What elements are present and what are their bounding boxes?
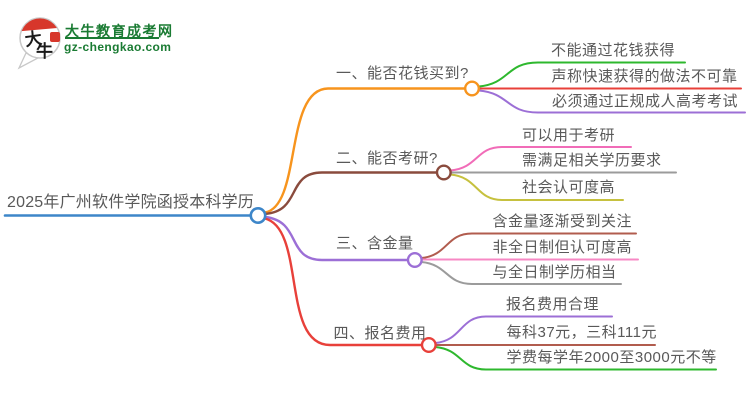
leaf-2-1-underline	[449, 146, 632, 172]
leaf-3-1-underline	[420, 232, 637, 259]
branch-3-connector	[263, 215, 410, 262]
branch-2-toggle[interactable]	[435, 164, 452, 181]
root-node-toggle[interactable]	[249, 207, 267, 225]
leaf-3-3-underline	[420, 261, 622, 285]
leaf-node-4-3[interactable]: 学费每学年2000至3000元不等	[506, 349, 717, 366]
leaf-node-4-1[interactable]: 报名费用合理	[506, 296, 600, 313]
leaf-node-1-2[interactable]: 声称快速获得的做法不可靠	[551, 68, 738, 85]
branch-node-2[interactable]: 二、能否考研?	[336, 150, 438, 167]
leaf-node-2-1[interactable]: 可以用于考研	[522, 126, 616, 144]
branch-node-4[interactable]: 四、报名费用	[333, 324, 427, 342]
branch-1-connector	[263, 87, 467, 214]
logo-seal	[50, 32, 60, 42]
leaf-node-1-1[interactable]: 不能通过花钱获得	[551, 42, 676, 59]
leaf-1-1-underline	[478, 61, 686, 88]
logo-red-cap	[20, 18, 60, 32]
branch-4-connector	[263, 217, 424, 347]
site-logo[interactable]: 大 牛 大牛教育成考网 gz-chengkao.com	[0, 0, 172, 70]
leaf-node-2-2[interactable]: 需满足相关学历要求	[522, 152, 662, 169]
leaf-node-2-3[interactable]: 社会认可度高	[522, 179, 616, 196]
branch-node-1[interactable]: 一、能否花钱买到?	[336, 64, 469, 82]
leaf-node-3-1[interactable]: 含金量逐渐受到关注	[492, 213, 633, 230]
logo-site-url: gz-chengkao.com	[64, 40, 172, 54]
leaf-4-1-underline	[434, 315, 613, 344]
leaf-4-3-underline	[434, 346, 717, 371]
branch-node-3[interactable]: 三、含金量	[336, 234, 414, 252]
logo-bubble-graphic: 大 牛	[17, 17, 61, 70]
branch-3-toggle[interactable]	[406, 251, 423, 268]
branch-1-toggle[interactable]	[464, 80, 481, 97]
leaf-2-3-underline	[449, 173, 624, 201]
logo-divider	[65, 37, 159, 39]
root-node[interactable]: 2025年广州软件学院函授本科学历	[7, 194, 254, 211]
leaf-node-4-2[interactable]: 每科37元，三科111元	[506, 324, 657, 341]
logo-char-bottom: 牛	[36, 41, 53, 61]
branch-4-toggle[interactable]	[420, 337, 437, 354]
leaf-node-3-3[interactable]: 与全日制学历相当	[492, 263, 617, 281]
leaf-node-1-3[interactable]: 必须通过正规成人高考考试	[552, 92, 739, 110]
leaf-1-3-underline	[478, 89, 746, 114]
branch-2-connector	[263, 171, 439, 216]
leaf-node-3-2[interactable]: 非全日制但认可度高	[492, 239, 633, 256]
logo-site-name: 大牛教育成考网	[65, 23, 174, 39]
logo-char-top: 大	[24, 28, 44, 50]
